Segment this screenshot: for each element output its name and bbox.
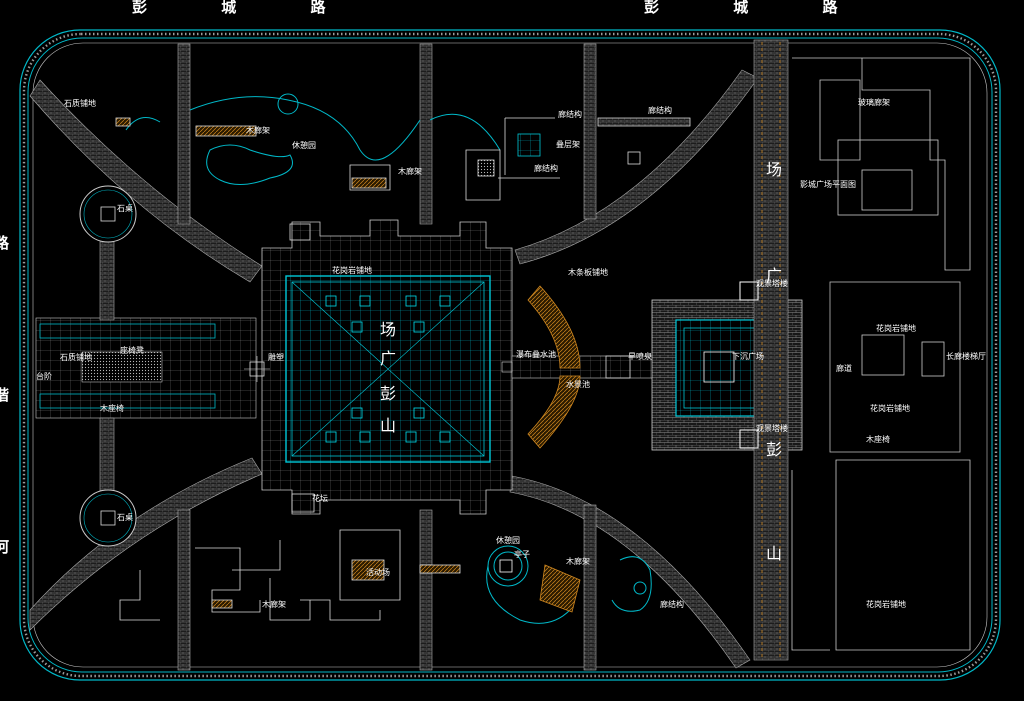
label-rest-garden-bottom: 休憩园 [496,536,520,545]
label-pergola-c: 廊结构 [534,164,558,173]
label-wood-frame-tl: 木廊架 [246,126,270,135]
label-sunken-bench: 座椅凳 [120,346,144,355]
perimeter-walkway [19,29,1001,681]
label-rest-garden-top: 休憩园 [292,141,316,150]
label-granite-paving-se: 花岗岩铺地 [866,600,906,609]
north-garden-features [125,93,501,185]
label-dry-fountain: 旱喷泉 [628,352,652,361]
label-stone-walk: 石质铺地 [60,353,92,362]
label-sunken-plaza: 下沉广场 [732,352,764,361]
road-char: 彭 [132,0,150,16]
road-char: 路 [310,0,328,16]
east-bridge [501,285,683,449]
east-char-3: 彭 [766,440,783,459]
plaza-char-1: 场 [380,320,397,339]
label-plaza-map: 影城广场平面图 [800,180,856,189]
east-building [791,57,971,651]
label-seat-area: 叠层架 [556,140,580,149]
plaza-char-3: 彭 [380,384,397,403]
label-pergola-b: 廊结构 [648,106,672,115]
sculpture-icon [244,356,270,382]
label-landmark-tower-b: 观景塔楼 [756,424,788,433]
road-name-left-1: 路 [0,234,12,252]
roundabout-south [79,489,137,547]
label-waterfall: 瀑布叠水池 [516,350,556,359]
label-sculpture: 雕塑 [268,353,284,362]
label-landmark-tower: 观景塔楼 [756,279,788,288]
road-name-left-2: 谐 [0,386,12,404]
label-wood-corridor-top: 木廊架 [398,167,422,176]
road-name-left-3: 河 [0,538,12,556]
east-char-1: 场 [766,160,783,179]
road-name-top-left: 彭 城 路 [132,0,328,17]
road-char: 城 [221,0,239,16]
label-wood-frame-bottom: 木廊架 [262,600,286,609]
label-stone-paving: 石质铺地 [64,99,96,108]
south-garden-structures [119,529,461,621]
label-flower-bed: 花坛 [312,494,328,503]
label-wood-deck: 木条板铺地 [568,268,608,277]
label-wood-bench-e: 木座椅 [866,435,890,444]
road-name-top-right: 彭 城 路 [644,0,840,17]
label-wood-bench: 木座椅 [100,404,124,413]
east-char-4: 山 [766,544,783,563]
plaza-char-4: 山 [380,416,397,435]
east-char-2: 广 [766,266,783,285]
road-char: 路 [822,0,840,16]
label-stairs: 台阶 [36,372,52,381]
road-char: 城 [733,0,751,16]
south-garden-deck [499,559,581,613]
west-axis-walk [35,317,257,419]
plaza-char-2: 广 [380,349,397,368]
label-pergola-a: 廊结构 [558,110,582,119]
central-plaza [261,219,513,515]
east-corridor [739,39,789,661]
road-char: 彭 [644,0,662,16]
diagonal-walkways [29,69,759,669]
label-corridor-e: 廊道 [836,364,852,373]
label-lobby-hall: 长廊楼梯厅 [946,352,986,361]
label-glass-pergola: 玻璃廊架 [858,98,890,107]
label-play-area: 活动场 [366,568,390,577]
label-pavilion: 亭子 [514,550,530,559]
label-granite-paving-e2: 花岗岩铺地 [870,404,910,413]
label-small-water: 水景池 [566,380,590,389]
label-granite-paving-right: 花岗岩铺地 [876,324,916,333]
label-stone-table-top: 石桌 [117,204,133,213]
label-wood-corridor-bottom: 木廊架 [566,557,590,566]
roundabout-north [79,185,137,243]
label-pergola-bottom: 廊结构 [660,600,684,609]
flower-beds [289,223,315,513]
label-granite-paving-main: 花岗岩铺地 [332,266,372,275]
vertical-walkways [99,43,597,671]
north-garden-structures [115,117,691,201]
south-garden-water [486,545,652,624]
label-stone-table-bottom: 石桌 [117,513,133,522]
